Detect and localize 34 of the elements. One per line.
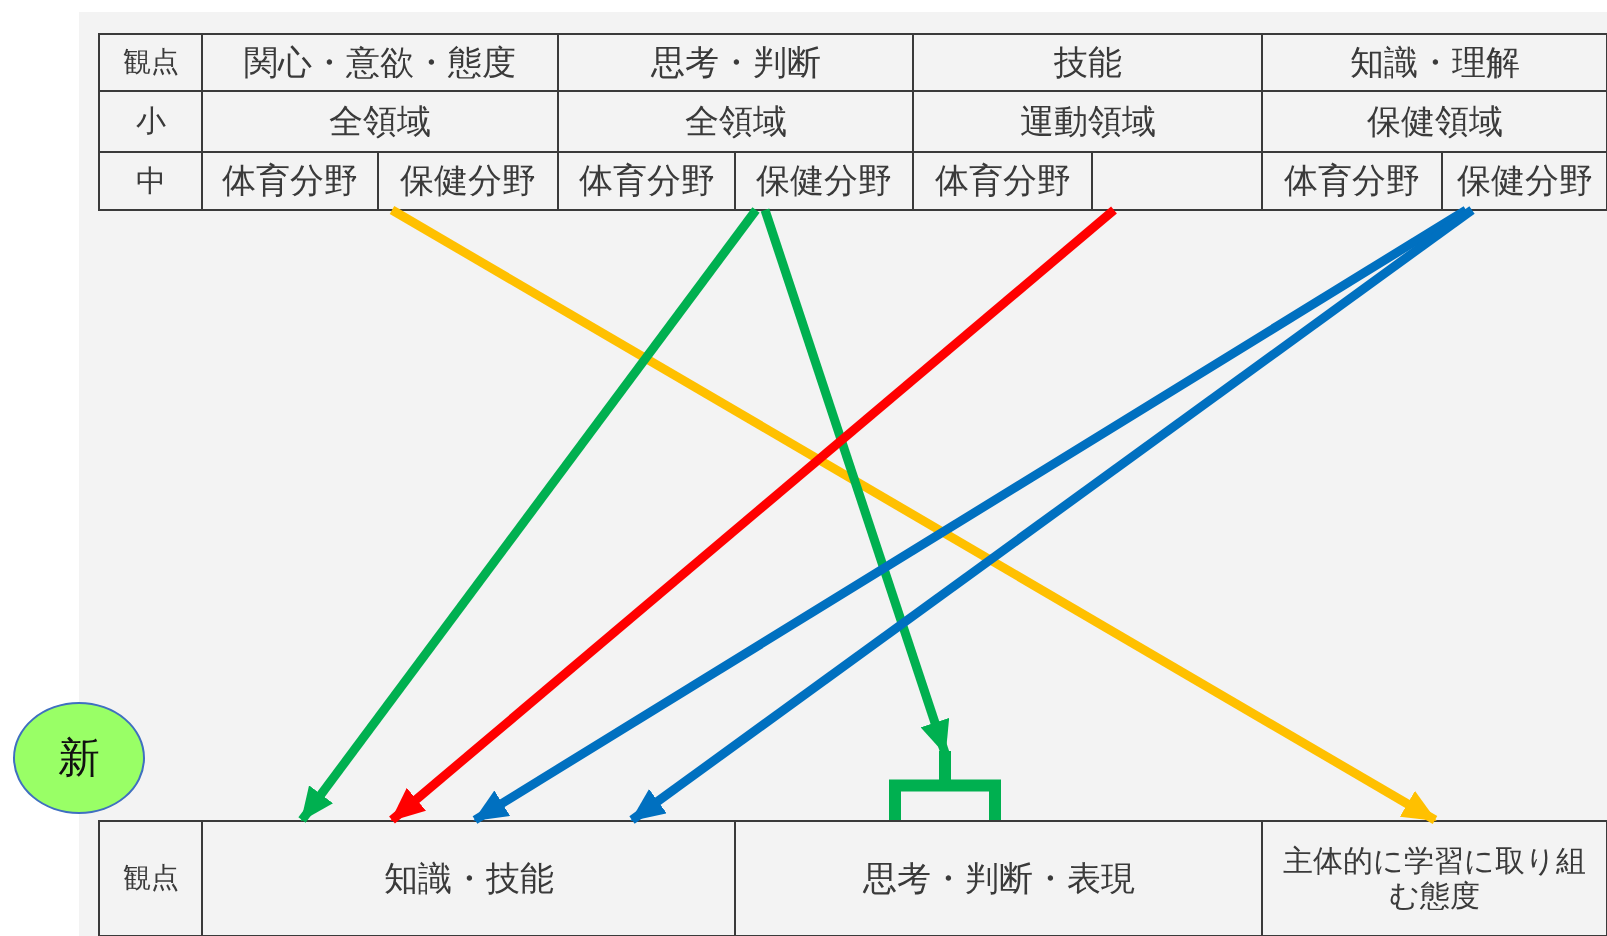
- cell-text: 技能: [1052, 42, 1123, 83]
- table-cell: [98, 820, 203, 936]
- cell-text: 関心・意欲・態度: [243, 42, 517, 83]
- cell-text: 小: [134, 104, 167, 139]
- cell-text: 思考・判断: [649, 42, 822, 83]
- cell-text: 保健分野: [399, 161, 537, 201]
- cell-text: 体育分野: [221, 161, 359, 201]
- table-cell: [98, 33, 203, 92]
- cell-text: 中: [134, 163, 167, 199]
- table-cell: [1261, 33, 1607, 92]
- arrow: [389, 206, 1117, 824]
- table-cell: [201, 820, 736, 936]
- cell-text: 新: [57, 733, 101, 783]
- cell-text: 保健領域: [1365, 101, 1504, 142]
- cell-text: 全領域: [328, 101, 432, 142]
- cell-text: 観点: [121, 862, 180, 895]
- cell-text: 保健分野: [755, 161, 893, 201]
- cell-text: 体育分野: [1283, 161, 1421, 201]
- cell-text: 知識・理解: [1348, 42, 1521, 83]
- cell-text: 思考・判断・表現: [861, 858, 1136, 899]
- cell-text: 全領域: [683, 101, 788, 142]
- table-cell: [734, 820, 1263, 936]
- table-cell: [1441, 151, 1607, 211]
- cell-text: 体育分野: [933, 161, 1072, 201]
- arrow: [629, 206, 1475, 824]
- table-cell: [98, 151, 203, 211]
- cell-text: 観点: [121, 46, 180, 79]
- cell-text: 主体的に学習に取り組む態度: [1282, 844, 1587, 913]
- cell-text: 体育分野: [577, 161, 716, 201]
- table-cell: [1261, 820, 1607, 936]
- cell-text: 運動領域: [1018, 101, 1157, 142]
- arrow: [298, 207, 760, 823]
- cell-text: 保健分野: [1455, 161, 1594, 201]
- cell-text: 知識・技能: [382, 858, 555, 899]
